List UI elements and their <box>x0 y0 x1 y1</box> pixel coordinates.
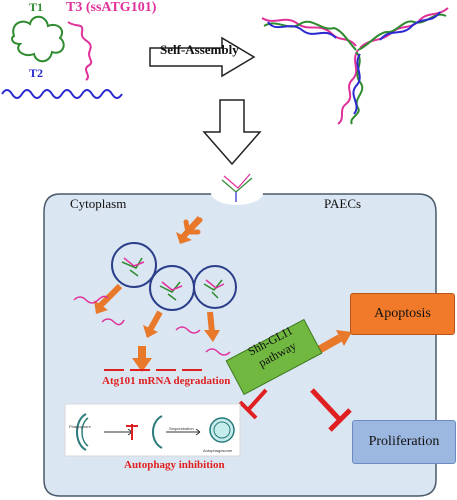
t2-strand <box>1 89 123 99</box>
t2-label: T2 <box>29 66 44 80</box>
paecs-label: PAECs <box>324 196 362 211</box>
apoptosis-box: Apoptosis <box>350 293 455 335</box>
orange-arrow-3 <box>147 310 163 332</box>
t3-strand <box>67 21 93 81</box>
inhibit-autophagy-to-shh <box>238 388 268 420</box>
sequestration-label: Sequestration <box>169 426 194 431</box>
dna-nanostructure <box>261 7 449 125</box>
self-assembly-label: Self-Assembly <box>160 42 239 57</box>
t3-label: T3 (ssATG101) <box>66 0 157 15</box>
released-strand <box>73 295 231 356</box>
apoptosis-label: Apoptosis <box>374 306 431 321</box>
mrna-degradation-label: Atg101 mRNA degradation <box>102 375 231 387</box>
t1-strand <box>11 15 65 63</box>
t1-label: T1 <box>29 0 44 14</box>
orange-arrow-2 <box>97 283 123 309</box>
orange-arrow-4 <box>207 311 215 333</box>
autophagosome-label: Autophagosome <box>203 448 233 453</box>
uptake-arrow <box>202 99 262 166</box>
autophagy-inset-labels: Phagophore Sequestration Autophagosome <box>65 404 240 456</box>
cytoplasm-label: Cytoplasm <box>70 196 127 211</box>
self-assembly-arrow <box>149 36 256 78</box>
inhibit-shh-to-proliferation <box>310 388 352 432</box>
endocytosis-pit <box>211 181 263 205</box>
entering-nanostructure <box>221 173 253 202</box>
proliferation-box: Proliferation <box>352 420 456 464</box>
shh-gli1-box <box>225 318 323 396</box>
phagophore-label: Phagophore <box>69 424 91 429</box>
autophagy-inhibition-label: Autophagy inhibition <box>124 459 225 471</box>
vesicle-cargo <box>121 257 225 301</box>
proliferation-label: Proliferation <box>368 434 440 449</box>
